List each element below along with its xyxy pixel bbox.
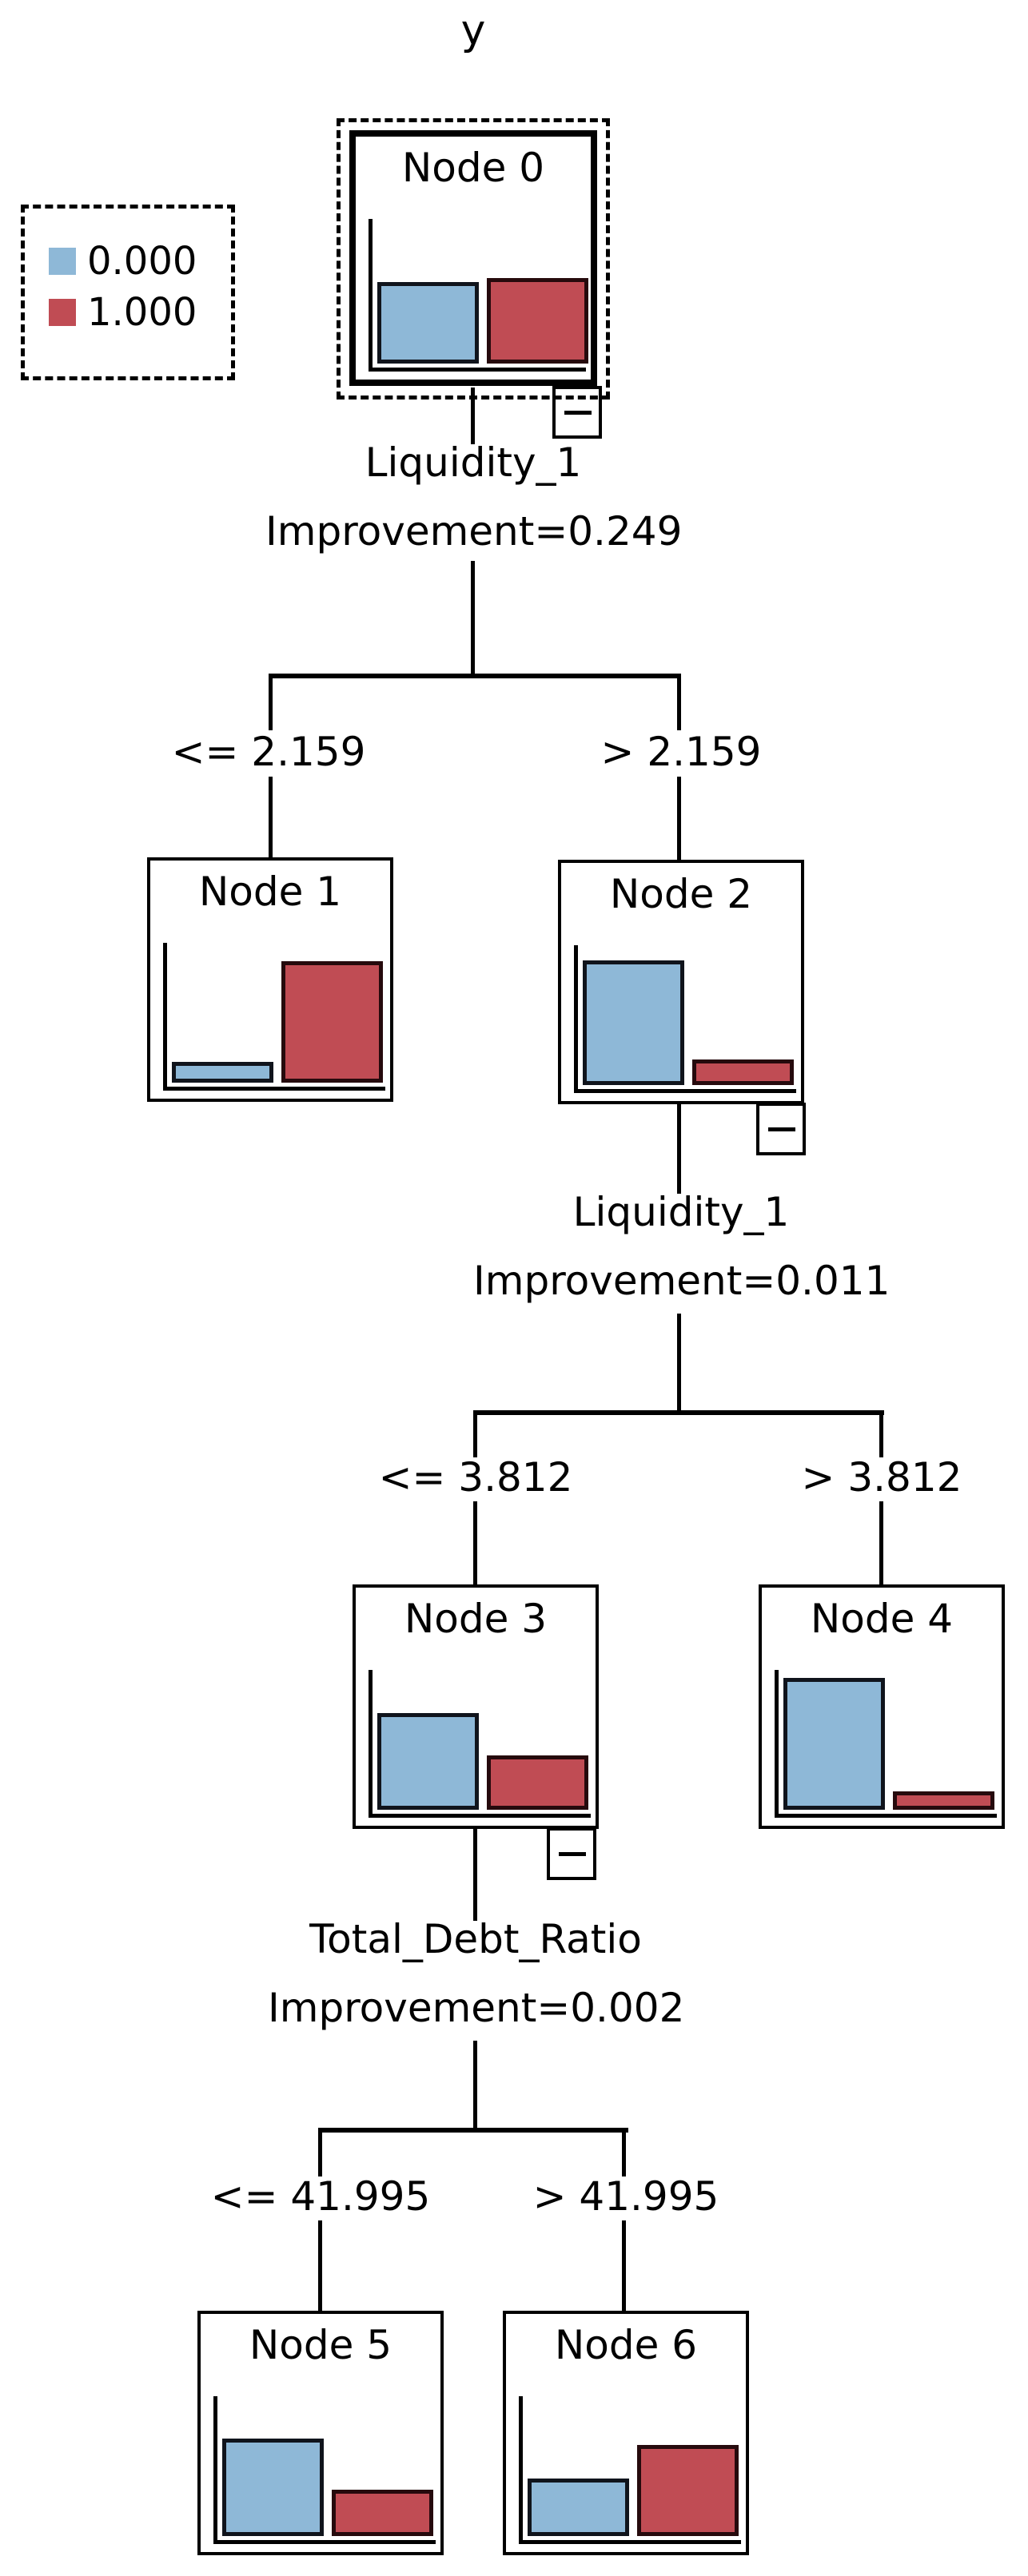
tree-node-4[interactable]: Node 4 <box>759 1584 1005 1829</box>
edge-node3-stem-top <box>473 1829 477 1921</box>
chart-y-axis <box>369 219 373 372</box>
split2-left-condition: <= 3.812 <box>356 1456 596 1500</box>
split3-variable: Total_Debt_Ratio <box>268 1918 683 1962</box>
minus-icon <box>564 411 592 415</box>
bar-class1 <box>893 1791 994 1810</box>
edge-split3-right-upper <box>622 2133 626 2176</box>
edge-split1-right-lower <box>677 777 681 860</box>
node0-title: Node 0 <box>401 145 545 191</box>
node4-title: Node 4 <box>810 1596 954 1642</box>
chart-y-axis <box>519 2396 523 2544</box>
bar-class0 <box>528 2479 629 2536</box>
split1-variable: Liquidity_1 <box>265 441 681 485</box>
split1-right-condition: > 2.159 <box>557 730 805 774</box>
node1-title: Node 1 <box>198 869 342 915</box>
edge-node0-stem-bottom <box>471 561 475 674</box>
bar-class0 <box>783 1678 885 1810</box>
bar-class0 <box>377 1713 479 1810</box>
bar-class0 <box>222 2439 324 2536</box>
bar-class1 <box>332 2490 433 2536</box>
legend-label-class1: 1.000 <box>87 290 197 335</box>
split2-variable: Liquidity_1 <box>473 1191 889 1234</box>
minus-icon <box>559 1852 586 1856</box>
chart-y-axis <box>163 943 167 1091</box>
edge-split1-left-upper <box>269 678 273 730</box>
bar-class1 <box>281 961 383 1083</box>
edge-split2-left-upper <box>473 1415 477 1457</box>
edge-split3-left-lower <box>318 2220 322 2311</box>
edge-split1-crossbar <box>269 674 681 678</box>
tree-target-title: y <box>460 6 486 54</box>
bar-class1 <box>637 2445 739 2536</box>
split3-left-condition: <= 41.995 <box>201 2175 440 2219</box>
node3-title: Node 3 <box>404 1596 548 1642</box>
chart-x-axis <box>519 2540 741 2544</box>
split2-improvement: Improvement=0.011 <box>473 1258 891 1304</box>
node2-title: Node 2 <box>609 871 753 917</box>
chart-x-axis <box>213 2540 436 2544</box>
bar-class0 <box>583 960 684 1085</box>
edge-node3-stem-bottom <box>473 2041 477 2128</box>
chart-y-axis <box>775 1670 779 1818</box>
legend-label-class0: 0.000 <box>87 239 197 284</box>
chart-y-axis <box>369 1670 373 1818</box>
tree-node-1[interactable]: Node 1 <box>147 857 393 1102</box>
legend-item-class0: 0.000 <box>49 236 231 287</box>
edge-split3-left-upper <box>318 2133 322 2176</box>
edge-split2-right-upper <box>879 1415 883 1457</box>
tree-node-6[interactable]: Node 6 <box>503 2311 749 2555</box>
collapse-node2-button[interactable] <box>756 1103 806 1155</box>
legend-swatch-class1 <box>49 299 76 326</box>
edge-split1-right-upper <box>677 678 681 730</box>
node5-title: Node 5 <box>249 2322 392 2368</box>
edge-node0-stem-top <box>471 388 475 444</box>
bar-class1 <box>692 1059 794 1085</box>
node6-title: Node 6 <box>554 2322 698 2368</box>
chart-x-axis <box>163 1087 385 1091</box>
tree-node-3[interactable]: Node 3 <box>353 1584 599 1829</box>
edge-split2-crossbar <box>473 1410 884 1415</box>
chart-y-axis <box>213 2396 217 2544</box>
edge-node2-stem-bottom <box>677 1314 681 1410</box>
minus-icon <box>768 1127 795 1131</box>
bar-class1 <box>487 1755 588 1810</box>
chart-x-axis <box>775 1814 997 1818</box>
tree-node-0[interactable]: Node 0 <box>349 130 597 386</box>
collapse-node3-button[interactable] <box>547 1827 596 1880</box>
chart-y-axis <box>574 945 578 1093</box>
collapse-node0-button[interactable] <box>552 386 602 439</box>
legend-swatch-class0 <box>49 248 76 275</box>
chart-x-axis <box>369 1814 591 1818</box>
edge-split3-right-lower <box>622 2220 626 2311</box>
split1-improvement: Improvement=0.249 <box>265 508 683 555</box>
split2-right-condition: > 3.812 <box>762 1456 1002 1500</box>
edge-split1-left-lower <box>269 777 273 857</box>
bar-class0 <box>172 1062 273 1083</box>
edge-split3-crossbar <box>318 2128 628 2133</box>
edge-split2-left-lower <box>473 1501 477 1584</box>
bar-class0 <box>377 282 479 364</box>
tree-node-2[interactable]: Node 2 <box>558 860 804 1104</box>
chart-x-axis <box>369 368 586 372</box>
tree-node-5[interactable]: Node 5 <box>197 2311 444 2555</box>
split3-improvement: Improvement=0.002 <box>268 1985 685 2031</box>
chart-x-axis <box>574 1089 796 1093</box>
bar-class1 <box>487 278 588 364</box>
legend-item-class1: 1.000 <box>49 287 231 338</box>
edge-split2-right-lower <box>879 1501 883 1584</box>
split3-right-condition: > 41.995 <box>506 2175 746 2219</box>
legend: 0.000 1.000 <box>21 205 235 380</box>
split1-left-condition: <= 2.159 <box>149 730 388 774</box>
edge-node2-stem-top <box>677 1104 681 1194</box>
